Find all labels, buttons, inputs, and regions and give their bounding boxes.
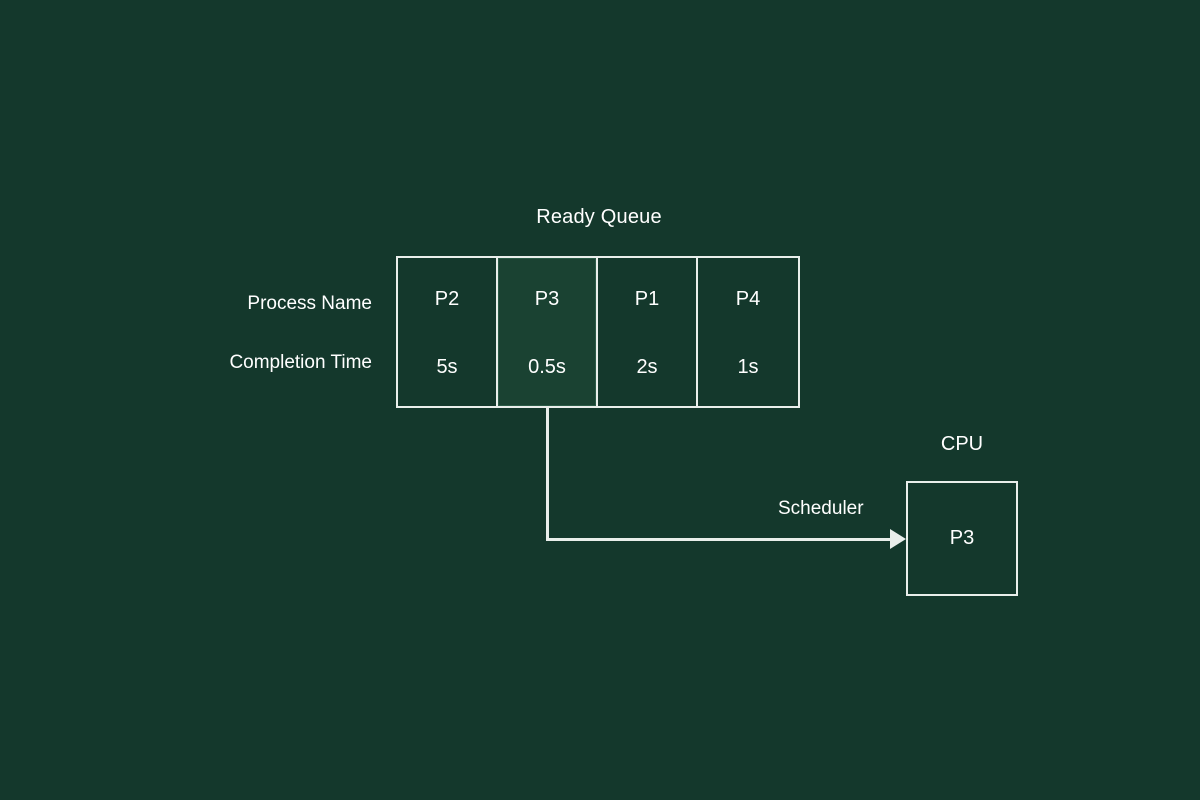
ready-queue-box: P2 5s P3 0.5s P1 2s P4 1s <box>396 256 800 408</box>
queue-cell-p1[interactable]: P1 2s <box>598 258 698 406</box>
row-label-process-name: Process Name <box>247 293 372 314</box>
connector-horizontal-segment <box>546 538 894 541</box>
arrow-head-icon <box>890 529 906 549</box>
queue-cell-completion-time: 5s <box>436 356 458 378</box>
queue-cell-p4[interactable]: P4 1s <box>698 258 798 406</box>
connector-vertical-segment <box>546 408 549 541</box>
queue-cell-completion-time: 0.5s <box>528 356 566 378</box>
cpu-title: CPU <box>940 433 984 455</box>
queue-cell-p3[interactable]: P3 0.5s <box>498 258 598 406</box>
queue-cell-process-name: P1 <box>634 288 660 310</box>
queue-cell-process-name: P3 <box>534 288 560 310</box>
cpu-running-process: P3 <box>949 527 975 549</box>
scheduler-label: Scheduler <box>778 498 864 519</box>
cpu-box[interactable]: P3 <box>906 481 1018 596</box>
queue-cell-process-name: P4 <box>735 288 761 310</box>
queue-cell-process-name: P2 <box>434 288 460 310</box>
ready-queue-title: Ready Queue <box>536 206 662 228</box>
queue-cell-p2[interactable]: P2 5s <box>398 258 498 406</box>
queue-cell-completion-time: 2s <box>636 356 658 378</box>
row-label-completion-time: Completion Time <box>229 352 372 373</box>
queue-cell-completion-time: 1s <box>737 356 759 378</box>
